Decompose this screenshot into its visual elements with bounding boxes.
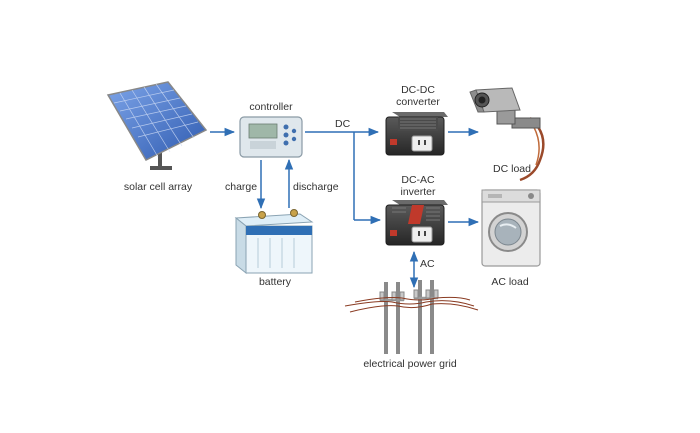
- controller-icon: [239, 116, 303, 158]
- washing-machine-icon: [481, 189, 541, 267]
- dcdc-label-line2: converter: [396, 96, 440, 108]
- controller-label: controller: [249, 101, 293, 113]
- solar-array-label: solar cell array: [123, 181, 193, 193]
- power-grid-icon: [344, 280, 479, 354]
- battery-label: battery: [258, 276, 292, 288]
- grid-label: electrical power grid: [363, 358, 457, 370]
- security-camera-icon: [469, 87, 545, 182]
- dcac-label-line1: DC-AC: [401, 174, 435, 186]
- ac-label: AC: [420, 258, 435, 270]
- solar-panel-icon: [106, 81, 208, 170]
- dc-load-label: DC load: [493, 163, 531, 175]
- dc-dc-converter-icon: [385, 112, 448, 156]
- battery-icon: [234, 209, 314, 275]
- dc-ac-inverter-icon: [385, 200, 448, 246]
- dc-label: DC: [335, 118, 351, 130]
- discharge-label: discharge: [293, 181, 339, 193]
- ac-load-label: AC load: [491, 276, 529, 288]
- dcac-label-line2: inverter: [400, 186, 436, 198]
- dcdc-label-line1: DC-DC: [401, 84, 435, 96]
- charge-label: charge: [225, 181, 258, 193]
